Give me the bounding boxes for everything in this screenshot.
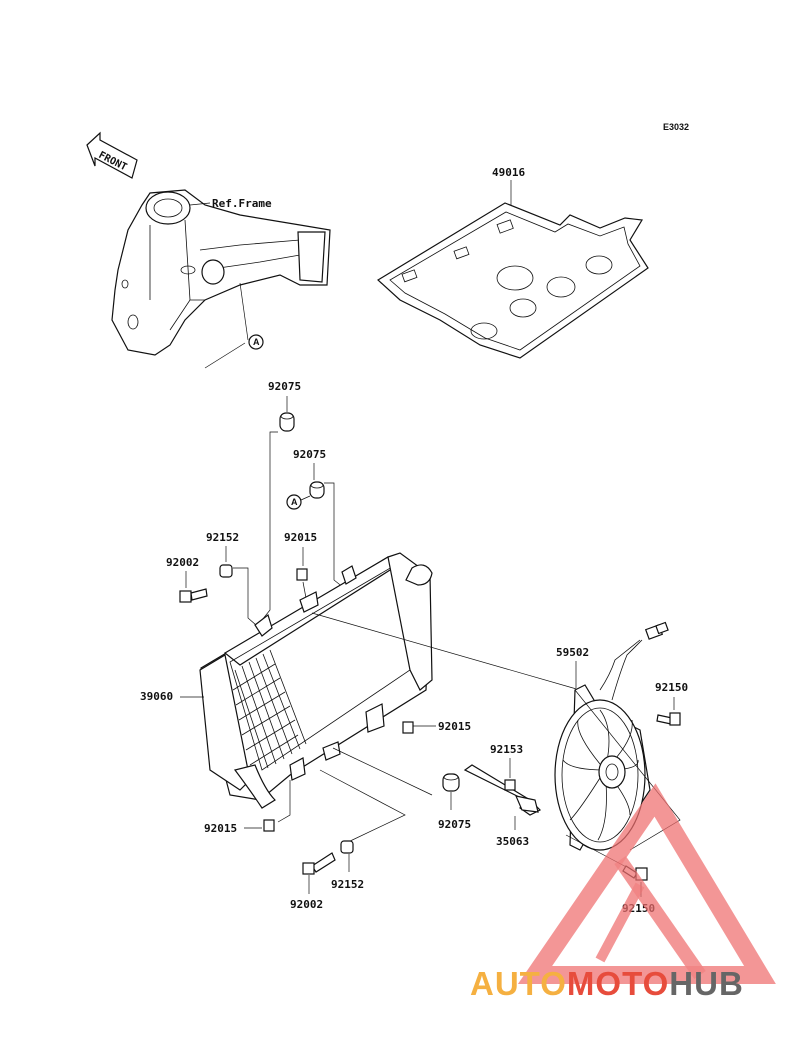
fan-assembly-59502	[554, 621, 669, 851]
marker-a-radiator-label: A	[291, 497, 298, 507]
radiator-39060	[199, 552, 433, 809]
label-39060: 39060	[140, 690, 173, 703]
grommet-92075-bottom	[442, 773, 460, 792]
diagram-code: E3032	[663, 122, 689, 132]
ref-frame-label: Ref.Frame	[212, 197, 272, 210]
label-92015-top: 92015	[284, 531, 317, 544]
label-92075-mid: 92075	[293, 448, 326, 461]
label-49016: 49016	[492, 166, 525, 179]
watermark-hub: HUB	[669, 965, 744, 1002]
watermark-triangle-icon	[517, 783, 776, 984]
frame-illustration: Ref.Frame A	[111, 189, 331, 369]
label-92152-top: 92152	[206, 531, 239, 544]
label-92015-right: 92015	[438, 720, 471, 733]
watermark-moto: MOTO	[567, 965, 669, 1002]
label-92152-bottom: 92152	[331, 878, 364, 891]
watermark-logo: AUTOMOTOHUB	[470, 783, 776, 1002]
bolt-92002-bottom	[302, 852, 336, 875]
label-92153: 92153	[490, 743, 523, 756]
label-35063: 35063	[496, 835, 529, 848]
label-92002-top: 92002	[166, 556, 199, 569]
clip-92015-bottom	[263, 819, 275, 832]
radiator-core-mesh	[232, 649, 307, 769]
front-arrow-icon: FRONT	[86, 131, 138, 179]
marker-a-frame-label: A	[253, 337, 260, 347]
stay-35063	[463, 764, 542, 816]
clip-92015-top	[296, 568, 308, 581]
collar-92152-bottom	[340, 840, 354, 854]
watermark-auto: AUTO	[470, 965, 567, 1002]
clip-92015-right	[402, 721, 414, 734]
grommet-92075-mid	[309, 481, 325, 499]
label-92015-bottom: 92015	[204, 822, 237, 835]
bolt-92153	[504, 779, 516, 791]
label-92075-top: 92075	[268, 380, 301, 393]
collar-92152-top	[219, 564, 233, 578]
label-92002-bottom: 92002	[290, 898, 323, 911]
marker-a-radiator	[286, 494, 302, 510]
label-92150-top: 92150	[655, 681, 688, 694]
guard-plate-49016: 49016	[377, 166, 649, 359]
fan-blades	[562, 709, 639, 841]
bolt-92150-top	[656, 712, 681, 726]
marker-a-frame	[248, 334, 264, 350]
label-59502: 59502	[556, 646, 589, 659]
bolt-92002-top	[179, 588, 208, 603]
label-92075-bottom: 92075	[438, 818, 471, 831]
grommet-92075-top	[279, 412, 295, 432]
watermark-text: AUTOMOTOHUB	[470, 965, 744, 1002]
